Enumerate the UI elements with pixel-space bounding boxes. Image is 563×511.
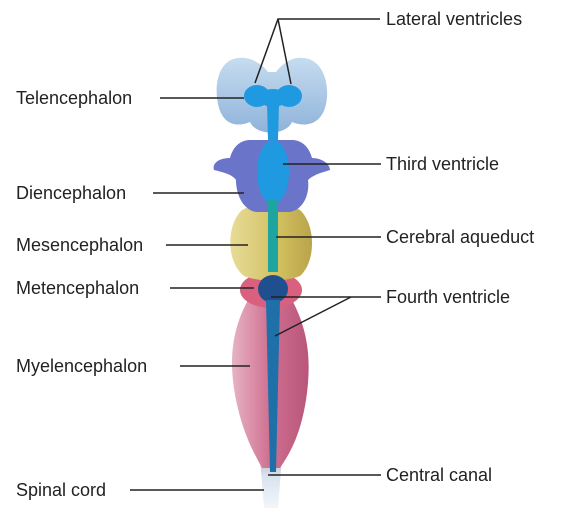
label-metencephalon: Metencephalon bbox=[16, 278, 139, 298]
label-cerebral-aqueduct: Cerebral aqueduct bbox=[386, 227, 534, 247]
cerebral-aqueduct-shape bbox=[268, 200, 278, 272]
fourth-ventricle-shape bbox=[258, 275, 288, 303]
label-spinal-cord: Spinal cord bbox=[16, 480, 106, 500]
label-lateral-ventricles: Lateral ventricles bbox=[386, 9, 522, 29]
label-myelencephalon: Myelencephalon bbox=[16, 356, 147, 376]
label-fourth-ventricle: Fourth ventricle bbox=[386, 287, 510, 307]
label-diencephalon: Diencephalon bbox=[16, 183, 126, 203]
label-third-ventricle: Third ventricle bbox=[386, 154, 499, 174]
label-mesencephalon: Mesencephalon bbox=[16, 235, 143, 255]
third-ventricle-shape bbox=[257, 140, 289, 204]
label-central-canal: Central canal bbox=[386, 465, 492, 485]
label-telencephalon: Telencephalon bbox=[16, 88, 132, 108]
